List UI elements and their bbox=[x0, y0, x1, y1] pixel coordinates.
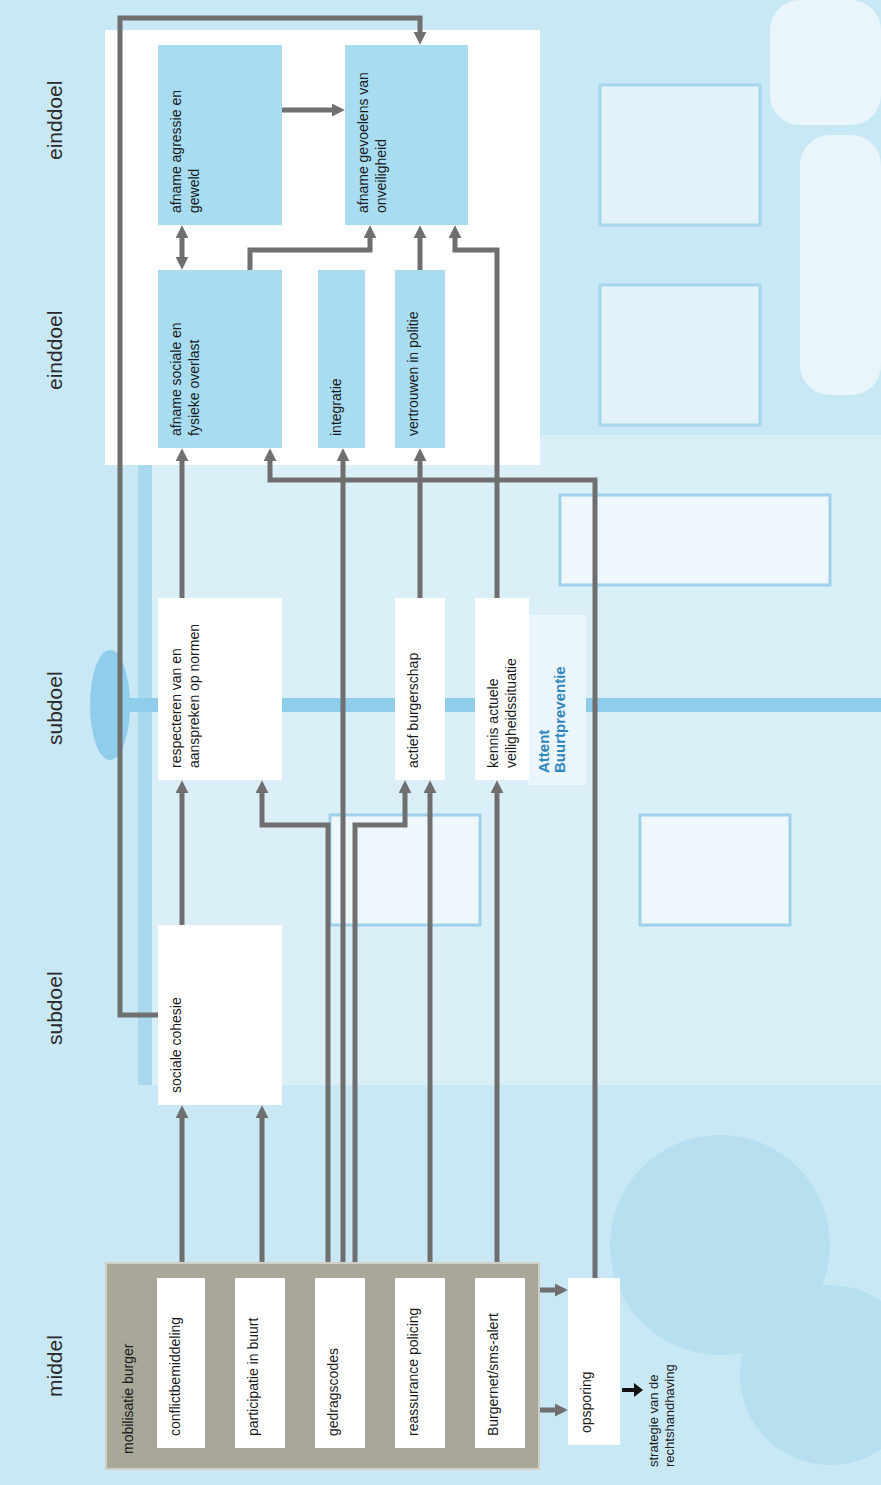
flow-arrow bbox=[341, 456, 346, 1278]
column-header: subdoel bbox=[42, 671, 67, 745]
flow-arrow bbox=[250, 233, 370, 270]
flow-arrow bbox=[495, 788, 500, 1278]
flow-arrow bbox=[418, 233, 423, 270]
box-text: sociale cohesie bbox=[167, 937, 185, 1093]
box-text: reassurance policing bbox=[404, 1290, 422, 1436]
flow-arrow bbox=[180, 233, 185, 262]
goal-box: integratie bbox=[318, 270, 365, 448]
subgoal-box: respecteren van en aanspreken op normen bbox=[158, 598, 282, 780]
goal-box: afname sociale en fysieke overlast bbox=[158, 270, 282, 448]
flow-arrow bbox=[282, 108, 337, 113]
means-box: reassurance policing bbox=[395, 1278, 445, 1448]
goal-box: afname gevoelens van onveiligheid bbox=[345, 45, 468, 225]
subgoal-box: sociale cohesie bbox=[158, 925, 282, 1105]
flow-arrow bbox=[355, 788, 405, 1278]
box-text: vertrouwen in politie bbox=[404, 282, 422, 436]
box-text: participatie in buurt bbox=[244, 1290, 262, 1436]
box-text: gedragscodes bbox=[324, 1290, 342, 1436]
box-text: afname gevoelens van onveiligheid bbox=[354, 57, 390, 213]
box-text: opsporing bbox=[577, 1290, 595, 1433]
flow-arrow bbox=[455, 233, 497, 598]
box-text: mobilisatie burger bbox=[119, 1278, 137, 1454]
means-box: Burgernet/sms-alert bbox=[475, 1278, 525, 1448]
box-text: afname sociale en fysieke overlast bbox=[167, 282, 203, 436]
box-text: integratie bbox=[327, 282, 345, 436]
column-header: einddoel bbox=[42, 311, 67, 390]
goal-box: vertrouwen in politie bbox=[395, 270, 445, 448]
box-text: actief burgerschap bbox=[404, 610, 422, 768]
flow-arrow bbox=[180, 788, 185, 925]
flow-arrow bbox=[260, 1113, 265, 1278]
flow-arrow bbox=[428, 788, 433, 1278]
goal-box: afname agressie en geweld bbox=[158, 45, 282, 225]
box-text: respecteren van en aanspreken op normen bbox=[167, 610, 203, 768]
subgoal-box: actief burgerschap bbox=[395, 598, 445, 780]
flow-arrow bbox=[120, 18, 420, 1015]
strategy-note: strategie van de rechtshandhaving bbox=[646, 1355, 679, 1467]
column-header: subdoel bbox=[42, 971, 67, 1045]
box-text: kennis actuele veiligheidssituatie bbox=[484, 610, 520, 768]
box-text: conflictbemiddeling bbox=[166, 1290, 184, 1436]
flow-arrow bbox=[180, 456, 185, 598]
means-box: participatie in buurt bbox=[235, 1278, 285, 1448]
means-box: conflictbemiddeling bbox=[157, 1278, 205, 1448]
subgoal-box: kennis actuele veiligheidssituatie bbox=[475, 598, 529, 780]
column-header: middel bbox=[42, 1335, 67, 1397]
flow-arrow bbox=[270, 456, 595, 1278]
means-box: opsporing bbox=[568, 1278, 620, 1445]
box-text: Burgernet/sms-alert bbox=[484, 1290, 502, 1436]
sign-text: Attent Buurtpreventie bbox=[536, 623, 568, 773]
strategy-panel: mobilisatie burger conflictbemiddeling par… bbox=[105, 1262, 540, 1470]
column-header: einddoel bbox=[42, 81, 67, 160]
means-box: gedragscodes bbox=[315, 1278, 365, 1448]
box-text: afname agressie en geweld bbox=[167, 57, 203, 213]
flow-arrow bbox=[418, 456, 423, 598]
flow-arrow bbox=[180, 1113, 185, 1278]
